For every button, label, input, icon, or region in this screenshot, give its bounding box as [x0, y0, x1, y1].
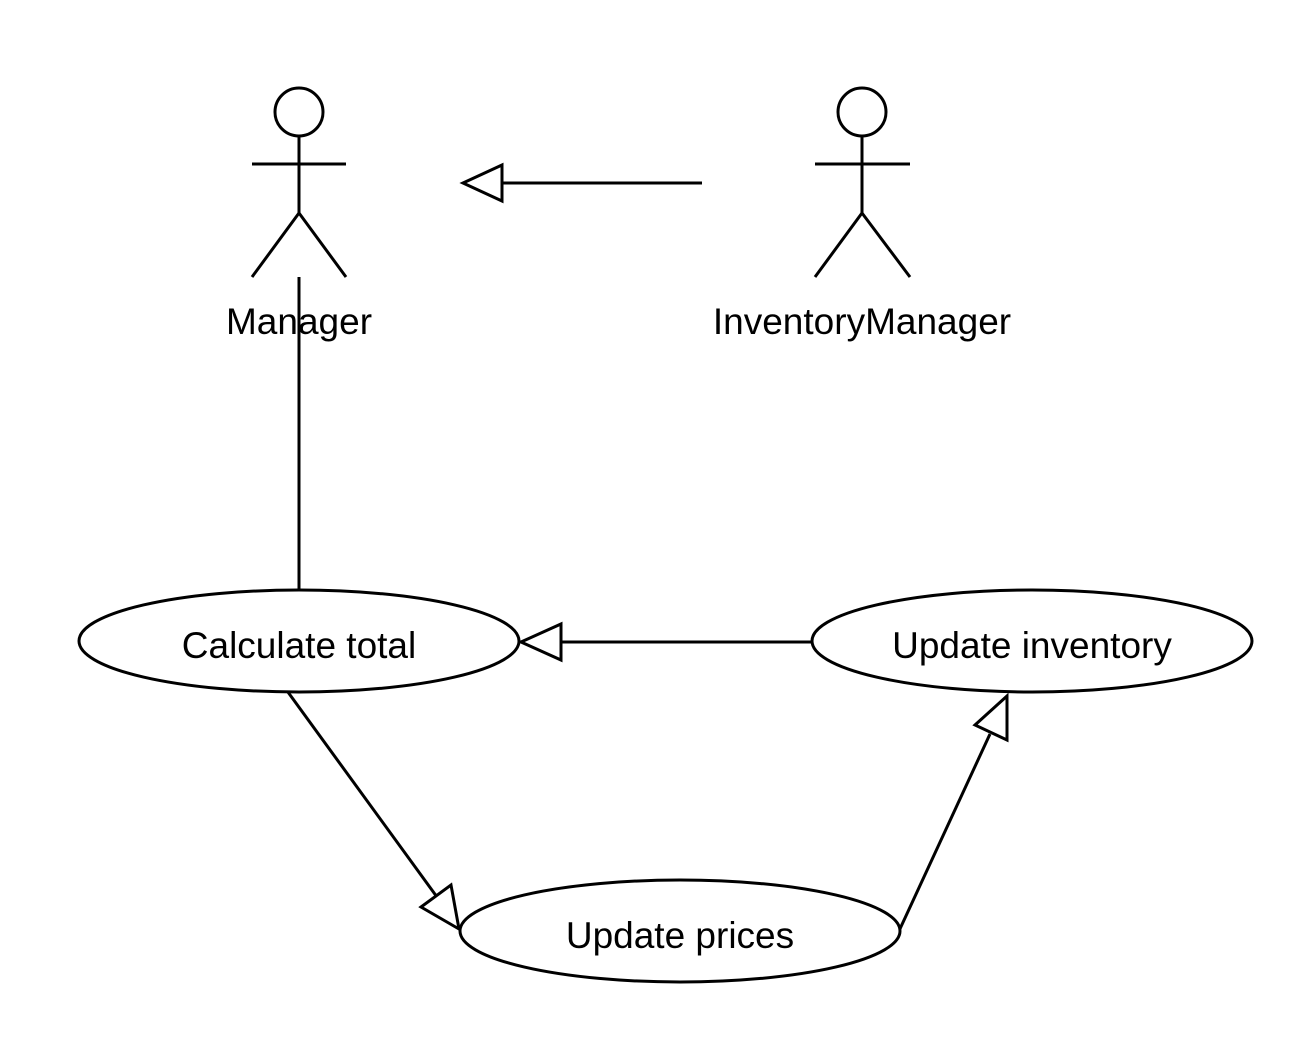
- use-case-label-calculate-total: Calculate total: [182, 625, 416, 666]
- stick-figure-icon: [813, 86, 912, 278]
- generalization-arrowhead-icon: [418, 882, 462, 932]
- generalization-arrowhead-icon: [972, 692, 1009, 743]
- generalization-arrowhead-icon: [459, 162, 504, 204]
- stick-figure-icon: [250, 86, 348, 278]
- actor-inventory-manager[interactable]: InventoryManager: [713, 86, 1011, 342]
- generalization-arrowhead-icon: [517, 621, 563, 663]
- edge-inventorymanager-generalizes-manager: [459, 162, 702, 204]
- use-case-update-inventory[interactable]: Update inventory: [810, 588, 1254, 694]
- use-case-label-update-inventory: Update inventory: [892, 625, 1172, 666]
- edge-update-inventory-generalizes-calculate-total: [517, 621, 812, 663]
- use-case-calculate-total[interactable]: Calculate total: [77, 588, 521, 694]
- use-case-update-prices[interactable]: Update prices: [458, 878, 902, 984]
- actor-label-inventory-manager: InventoryManager: [713, 301, 1011, 342]
- use-case-label-update-prices: Update prices: [566, 915, 794, 956]
- edge-calculate-total-generalizes-update-prices: [283, 687, 462, 932]
- edge-update-prices-generalizes-update-inventory: [897, 692, 1009, 932]
